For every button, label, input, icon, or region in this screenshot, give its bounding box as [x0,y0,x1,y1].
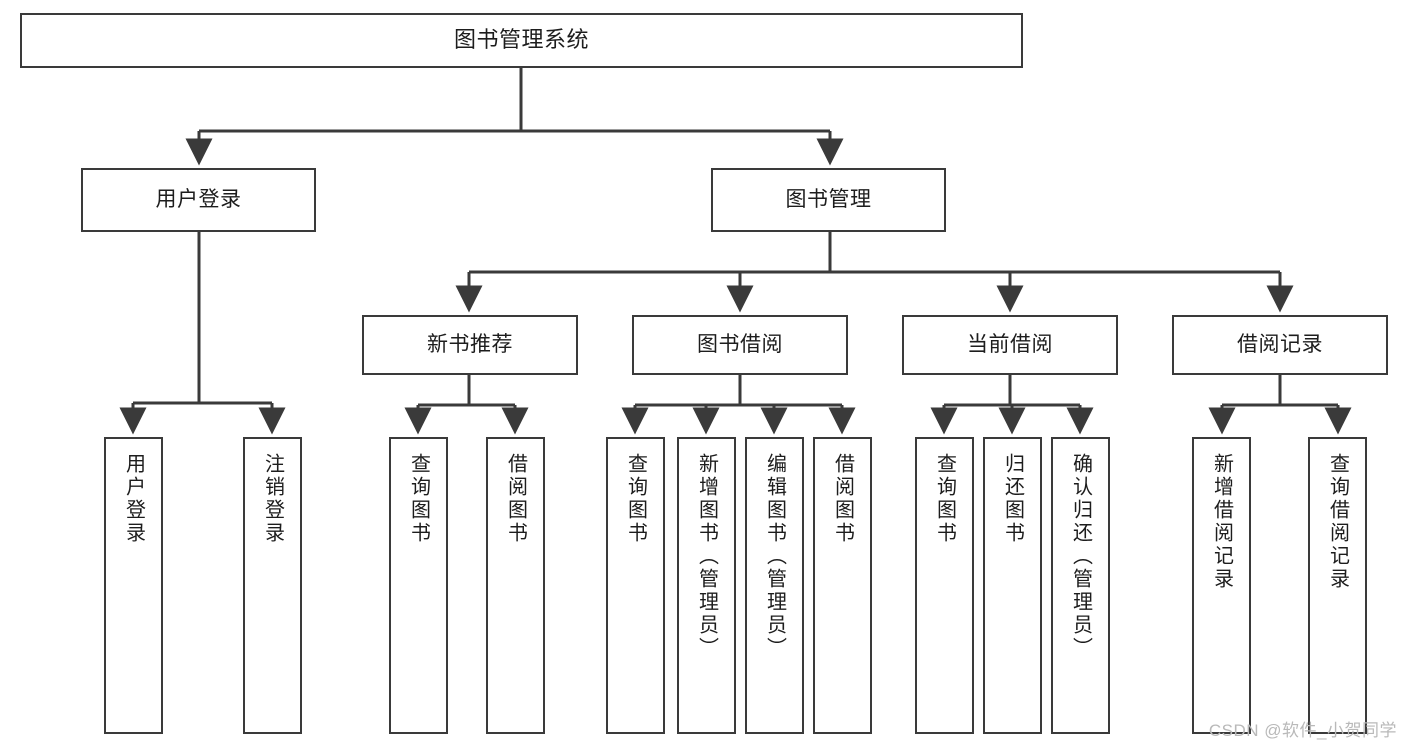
node-label: 用户登录 [155,188,242,212]
node-label: 确认归还（管理员） [1069,453,1092,660]
leaf-query-book-current[interactable]: 查询图书 [915,437,974,734]
node-label: 编辑图书（管理员） [763,453,786,660]
node-label: 借阅记录 [1237,333,1323,357]
node-label: 图书管理 [785,188,872,212]
node-label: 新增图书（管理员） [695,453,718,660]
node-label: 图书借阅 [697,333,783,357]
node-label: 图书管理系统 [453,27,589,53]
node-label: 新书推荐 [427,333,513,357]
leaf-return-book[interactable]: 归还图书 [983,437,1042,734]
leaf-add-book-admin[interactable]: 新增图书（管理员） [677,437,736,734]
node-label: 当前借阅 [967,333,1053,357]
node-label: 用户登录 [122,453,145,545]
node-label: 归还图书 [1001,453,1024,545]
node-label: 借阅图书 [504,453,527,545]
leaf-logout-login[interactable]: 注销登录 [243,437,302,734]
node-book-borrow[interactable]: 图书借阅 [632,315,848,375]
node-new-book-recommendation[interactable]: 新书推荐 [362,315,578,375]
node-book-management[interactable]: 图书管理 [711,168,946,232]
node-label: 查询图书 [407,453,430,545]
node-user-login[interactable]: 用户登录 [81,168,316,232]
node-label: 借阅图书 [831,453,854,545]
node-label: 新增借阅记录 [1210,453,1233,591]
node-label: 查询图书 [624,453,647,545]
leaf-query-borrow-record[interactable]: 查询借阅记录 [1308,437,1367,734]
leaf-user-login[interactable]: 用户登录 [104,437,163,734]
node-book-management-system[interactable]: 图书管理系统 [20,13,1023,68]
watermark-text: CSDN @软件_小贺同学 [1208,721,1397,740]
node-label: 查询借阅记录 [1326,453,1349,591]
node-label: 查询图书 [933,453,956,545]
node-borrow-record[interactable]: 借阅记录 [1172,315,1388,375]
leaf-confirm-return-admin[interactable]: 确认归还（管理员） [1051,437,1110,734]
node-current-borrow[interactable]: 当前借阅 [902,315,1118,375]
leaf-borrow-book-new-book[interactable]: 借阅图书 [486,437,545,734]
leaf-edit-book-admin[interactable]: 编辑图书（管理员） [745,437,804,734]
leaf-borrow-book-borrow[interactable]: 借阅图书 [813,437,872,734]
leaf-add-borrow-record[interactable]: 新增借阅记录 [1192,437,1251,734]
node-label: 注销登录 [261,453,284,545]
leaf-query-book-new-book[interactable]: 查询图书 [389,437,448,734]
leaf-query-book-borrow[interactable]: 查询图书 [606,437,665,734]
